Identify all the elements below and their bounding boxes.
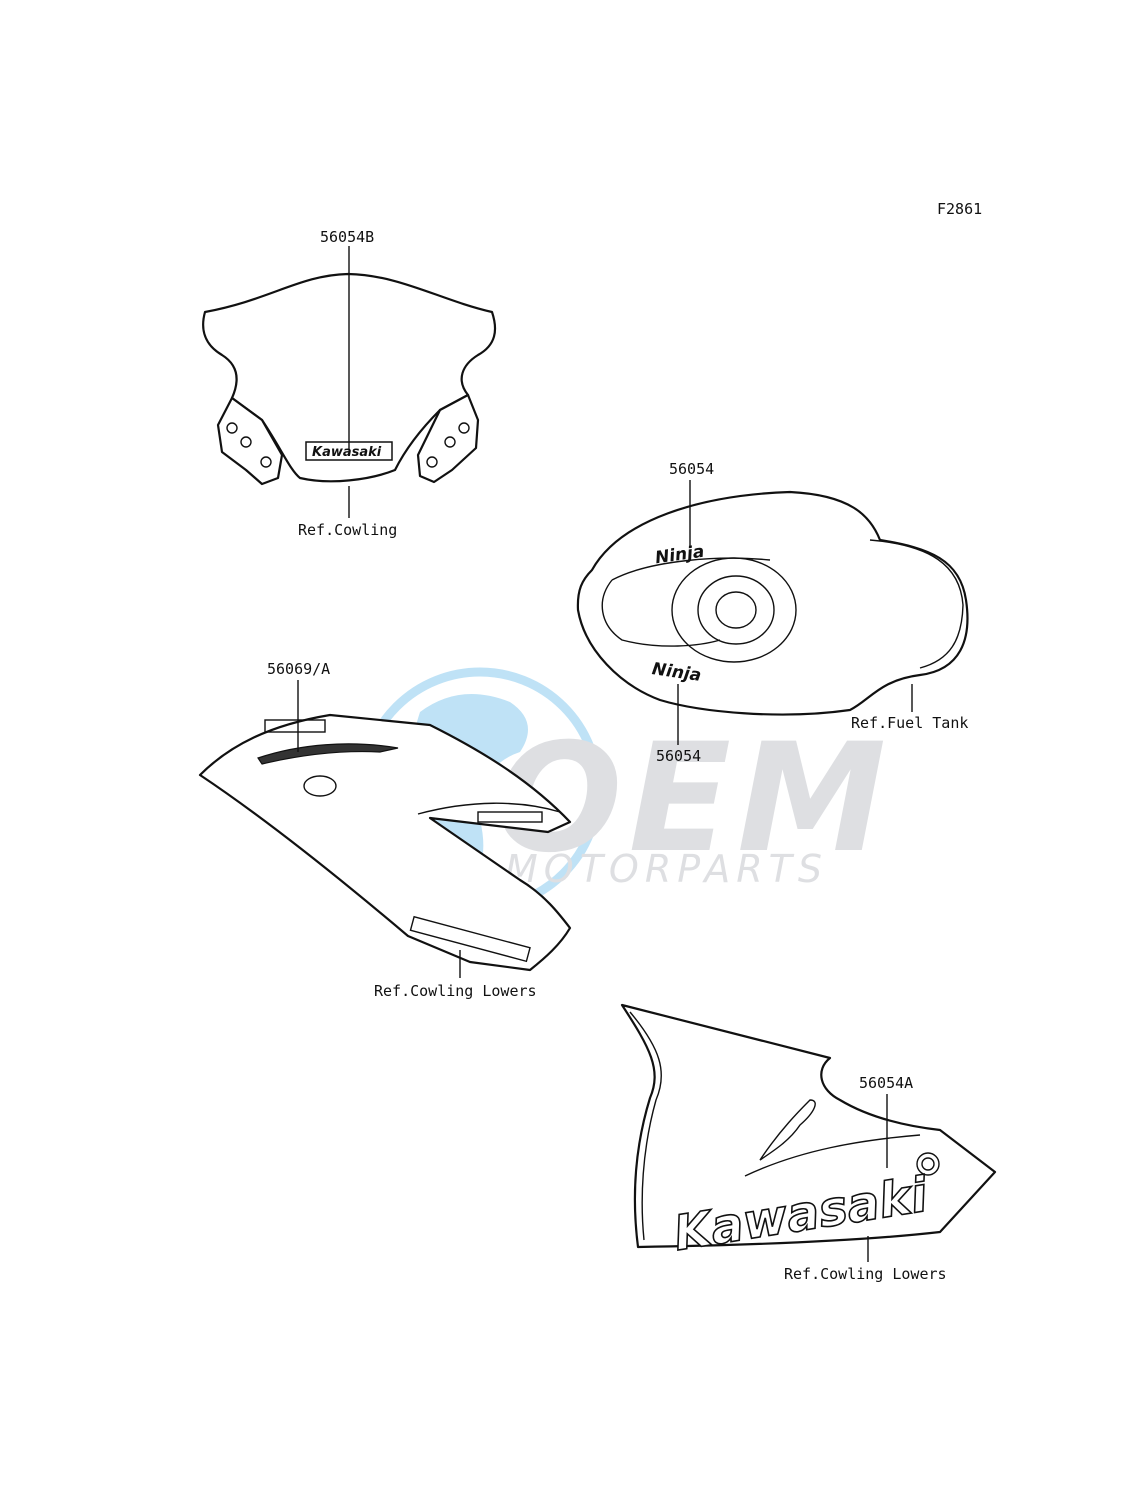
right-cowling-slash <box>759 1099 816 1161</box>
right-cowling-group: Kawasaki <box>620 1003 997 1263</box>
left-cowling-notch <box>417 802 561 815</box>
windshield-right-mount <box>416 393 480 484</box>
right-cowling-crease <box>744 1134 921 1177</box>
right-cowling-lower <box>620 1003 997 1249</box>
watermark-brand: OEM <box>495 712 892 886</box>
left-cowling <box>198 713 572 972</box>
fuel-cap-middle <box>697 575 775 645</box>
fuel-tank-rear <box>869 539 964 669</box>
mount-hole <box>426 456 438 468</box>
ref-cowling-lowers-right: Ref.Cowling Lowers <box>784 1265 947 1283</box>
ref-cowling-lowers-left: Ref.Cowling Lowers <box>374 982 537 1000</box>
left-cowling-group <box>198 713 572 972</box>
fuel-tank-recess <box>601 557 771 647</box>
part-56054B: 56054B <box>320 228 374 246</box>
left-cowling-side-mount <box>477 811 543 823</box>
part-56069-A: 56069/A <box>267 660 330 678</box>
fuel-tank-group: Ninja Ninja <box>576 490 969 716</box>
ref-fuel-tank: Ref.Fuel Tank <box>851 714 968 732</box>
right-cowling-grommet-inner <box>921 1157 935 1171</box>
part-56054-lower: 56054 <box>656 747 701 765</box>
part-56054-upper: 56054 <box>669 460 714 478</box>
left-cowling-stripe <box>257 743 399 765</box>
left-cowling-tab <box>264 719 326 733</box>
left-cowling-bottom-mount <box>409 915 531 963</box>
figure-code: F2861 <box>937 200 982 218</box>
windshield-left-mount <box>216 396 284 486</box>
right-cowling-grommet <box>916 1152 940 1176</box>
mount-hole <box>444 436 456 448</box>
mount-hole <box>240 436 252 448</box>
left-cowling-vent <box>303 775 337 797</box>
ref-cowling: Ref.Cowling <box>298 521 397 539</box>
watermark-tagline: MOTORPARTS <box>505 847 828 891</box>
part-56054A: 56054A <box>859 1074 913 1092</box>
mount-hole <box>260 456 272 468</box>
mount-hole <box>226 422 238 434</box>
mount-hole <box>458 422 470 434</box>
kawasaki-decal-windshield-text: Kawasaki <box>312 445 382 460</box>
fuel-cap-inner <box>715 591 757 629</box>
right-cowling-inner-edge <box>629 1011 663 1241</box>
fuel-cap-outer <box>671 557 797 663</box>
